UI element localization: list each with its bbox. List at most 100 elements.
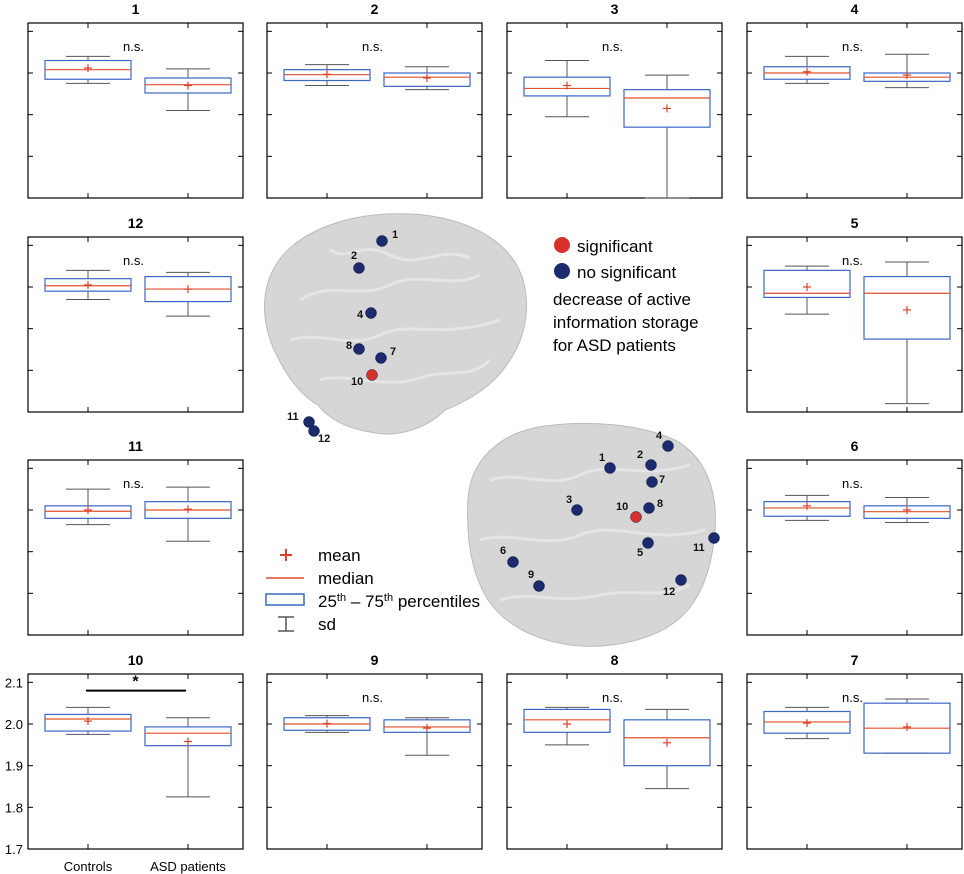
brain-fold — [479, 528, 706, 543]
percentile-box — [523, 708, 611, 733]
y-tick-label: 1.8 — [5, 800, 23, 815]
significance-annotation: n.s. — [602, 39, 623, 54]
brain-fold — [489, 463, 691, 483]
panel-title: 11 — [128, 438, 143, 454]
electrode-icon — [375, 352, 387, 364]
electrode-label: 12 — [318, 433, 330, 445]
box-asd — [144, 271, 232, 317]
electrode-label: 10 — [616, 501, 628, 513]
panel-title: 5 — [851, 215, 859, 231]
panel-title: 6 — [851, 438, 859, 454]
x-category-label: ASD patients — [150, 859, 226, 874]
electrode-icon — [533, 580, 545, 592]
not-significant-marker-icon — [554, 263, 570, 279]
percentile-box — [623, 89, 711, 128]
electrode-label: 2 — [351, 250, 357, 262]
significance-annotation: n.s. — [842, 476, 863, 491]
box-asd — [383, 66, 471, 91]
box-controls — [763, 494, 851, 521]
box-controls — [523, 706, 611, 746]
box-controls — [44, 55, 132, 84]
electrode-label: 8 — [346, 340, 352, 352]
percentile-box — [144, 77, 232, 94]
panel-title: 4 — [851, 1, 859, 17]
boxplot-panels: 1n.s. 2 n.s. 3 n.s. 4 n.s. 12n.s. 5n.s. 11n.s. 6 n.… — [5, 1, 963, 874]
panel-frame — [506, 673, 723, 850]
boxplot-panel-12: 12n.s. — [27, 215, 244, 413]
panel-title: 7 — [851, 652, 859, 668]
box-controls — [44, 488, 132, 526]
electrode-icon — [353, 262, 365, 274]
box-asd — [863, 497, 951, 523]
boxplot-panel-1: 1n.s. — [27, 1, 244, 199]
box-asd — [623, 74, 711, 199]
y-tick-label: 2.0 — [5, 717, 23, 732]
electrode-icon — [365, 307, 377, 319]
box-asd — [144, 717, 232, 798]
percentile-box — [383, 72, 471, 87]
mean-plus-icon — [280, 549, 292, 561]
box-controls — [763, 706, 851, 740]
box-controls — [763, 55, 851, 84]
percentile-box — [763, 501, 851, 517]
percentile-box — [623, 719, 711, 767]
box-asd — [144, 68, 232, 111]
electrode-icon — [308, 425, 320, 437]
box-asd — [863, 698, 951, 754]
panel-frame — [27, 673, 244, 850]
electrode-label: 4 — [357, 309, 364, 321]
legend-mean-label: mean — [318, 546, 361, 565]
panel-title: 8 — [611, 652, 619, 668]
electrode-label: 7 — [390, 346, 396, 358]
panel-frame — [27, 459, 244, 636]
sd-whisker-icon — [278, 616, 294, 632]
significance-annotation: n.s. — [602, 690, 623, 705]
electrode-label: 8 — [657, 498, 663, 510]
electrode-label: 3 — [566, 494, 572, 506]
percentile-box — [383, 719, 471, 733]
electrode-icon — [571, 504, 583, 516]
box-controls — [523, 60, 611, 118]
electrode-icon — [645, 459, 657, 471]
electrode-label: 2 — [637, 449, 643, 461]
legend-not-significant-label: no significant — [577, 263, 677, 282]
brain-fold — [499, 583, 691, 602]
electrode-icon — [507, 556, 519, 568]
boxplot-panel-9: 9n.s. — [266, 652, 483, 850]
box-asd — [863, 261, 951, 405]
y-tick-label: 1.7 — [5, 842, 23, 857]
legend-description-line-3: for ASD patients — [553, 336, 676, 355]
brain-fold — [299, 273, 481, 302]
significant-electrode-icon — [366, 369, 378, 381]
box-controls — [283, 715, 371, 733]
box-asd — [623, 708, 711, 790]
electrode-icon — [662, 440, 674, 452]
boxplot-panel-7: 7n.s. — [746, 652, 963, 850]
significance-annotation: n.s. — [842, 39, 863, 54]
panel-frame — [506, 22, 723, 199]
electrode-label: 10 — [351, 376, 363, 388]
boxplot-legend: mean median 25th – 75th percentiles sd — [265, 546, 480, 634]
electrode-icon — [303, 416, 315, 428]
percentile-box — [144, 726, 232, 747]
legend-sd-label: sd — [318, 615, 336, 634]
percentile-box — [763, 269, 851, 299]
legend-median-label: median — [318, 569, 374, 588]
electrode-icon — [646, 476, 658, 488]
box-controls — [283, 64, 371, 86]
boxplot-panel-11: 11n.s. — [27, 438, 244, 636]
boxplot-panel-5: 5n.s. — [746, 215, 963, 413]
significant-marker-icon — [554, 237, 570, 253]
panel-title: 9 — [371, 652, 379, 668]
electrode-icon — [642, 537, 654, 549]
electrode-label: 12 — [663, 586, 675, 598]
y-tick-label: 2.1 — [5, 675, 23, 690]
panel-title: 10 — [128, 652, 144, 668]
boxplot-panel-6: 6 n.s. — [746, 438, 963, 636]
legend-description-line-1: decrease of active — [553, 290, 691, 309]
panel-title: 12 — [128, 215, 144, 231]
panel-title: 1 — [132, 1, 140, 17]
x-category-label: Controls — [64, 859, 113, 874]
